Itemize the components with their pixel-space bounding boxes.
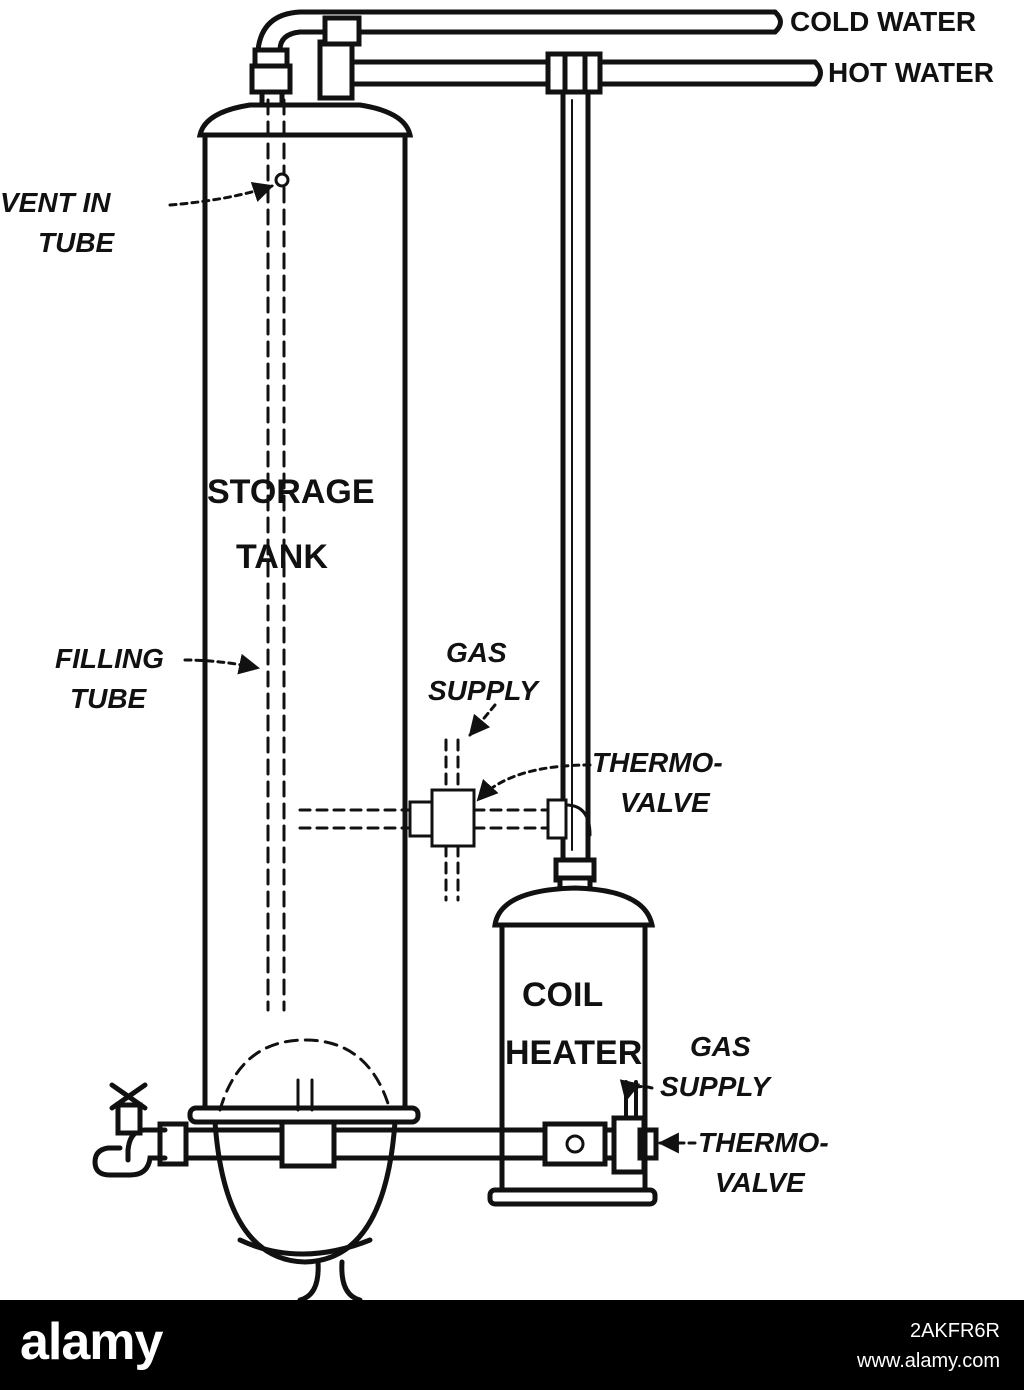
label-filling: FILLING: [55, 643, 164, 674]
label-filling-tube: TUBE: [70, 683, 148, 714]
cold-water-pipe: [249, 9, 783, 115]
storage-tank: [187, 102, 421, 1300]
label-tank: TANK: [236, 538, 328, 576]
label-heater: HEATER: [505, 1034, 642, 1072]
coil-heater: [487, 885, 658, 1207]
tank-thermo-valve: [298, 738, 592, 902]
diagram-canvas: COLD WATER HOT WATER VENT IN TUBE STORAG…: [0, 6, 994, 1300]
label-valve-top: VALVE: [620, 787, 711, 818]
site-url[interactable]: www.alamy.com: [857, 1350, 1000, 1372]
label-gas-top: GAS: [446, 637, 507, 668]
water-heater-diagram: COLD WATER HOT WATER VENT IN TUBE STORAG…: [0, 6, 994, 1300]
riser-pipe: [553, 89, 597, 895]
faucet: [92, 1082, 168, 1178]
label-cold-water: COLD WATER: [790, 6, 976, 37]
label-vent-in: VENT IN: [0, 187, 111, 218]
leader-lines: [168, 182, 697, 1154]
hot-water-pipe: [317, 15, 823, 101]
alamy-logo[interactable]: alamy: [20, 1313, 163, 1371]
label-storage: STORAGE: [207, 473, 375, 511]
label-hot-water: HOT WATER: [828, 57, 994, 88]
label-gas-bottom: GAS: [690, 1031, 751, 1062]
image-id: 2AKFR6R: [909, 1320, 1000, 1342]
label-supply-bottom: SUPPLY: [660, 1071, 772, 1102]
bottom-pipe: [157, 1080, 659, 1175]
filling-tube: [266, 98, 286, 1012]
label-supply-top: SUPPLY: [428, 675, 540, 706]
vent-hole: [274, 172, 290, 188]
label-coil: COIL: [522, 976, 603, 1014]
watermark-footer: alamy 2AKFR6R www.alamy.com: [0, 1300, 1024, 1390]
label-vent-tube: TUBE: [38, 227, 116, 258]
label-thermo-top: THERMO-: [592, 747, 723, 778]
label-thermo-bottom: THERMO-: [698, 1127, 829, 1158]
label-valve-bottom: VALVE: [715, 1167, 806, 1198]
